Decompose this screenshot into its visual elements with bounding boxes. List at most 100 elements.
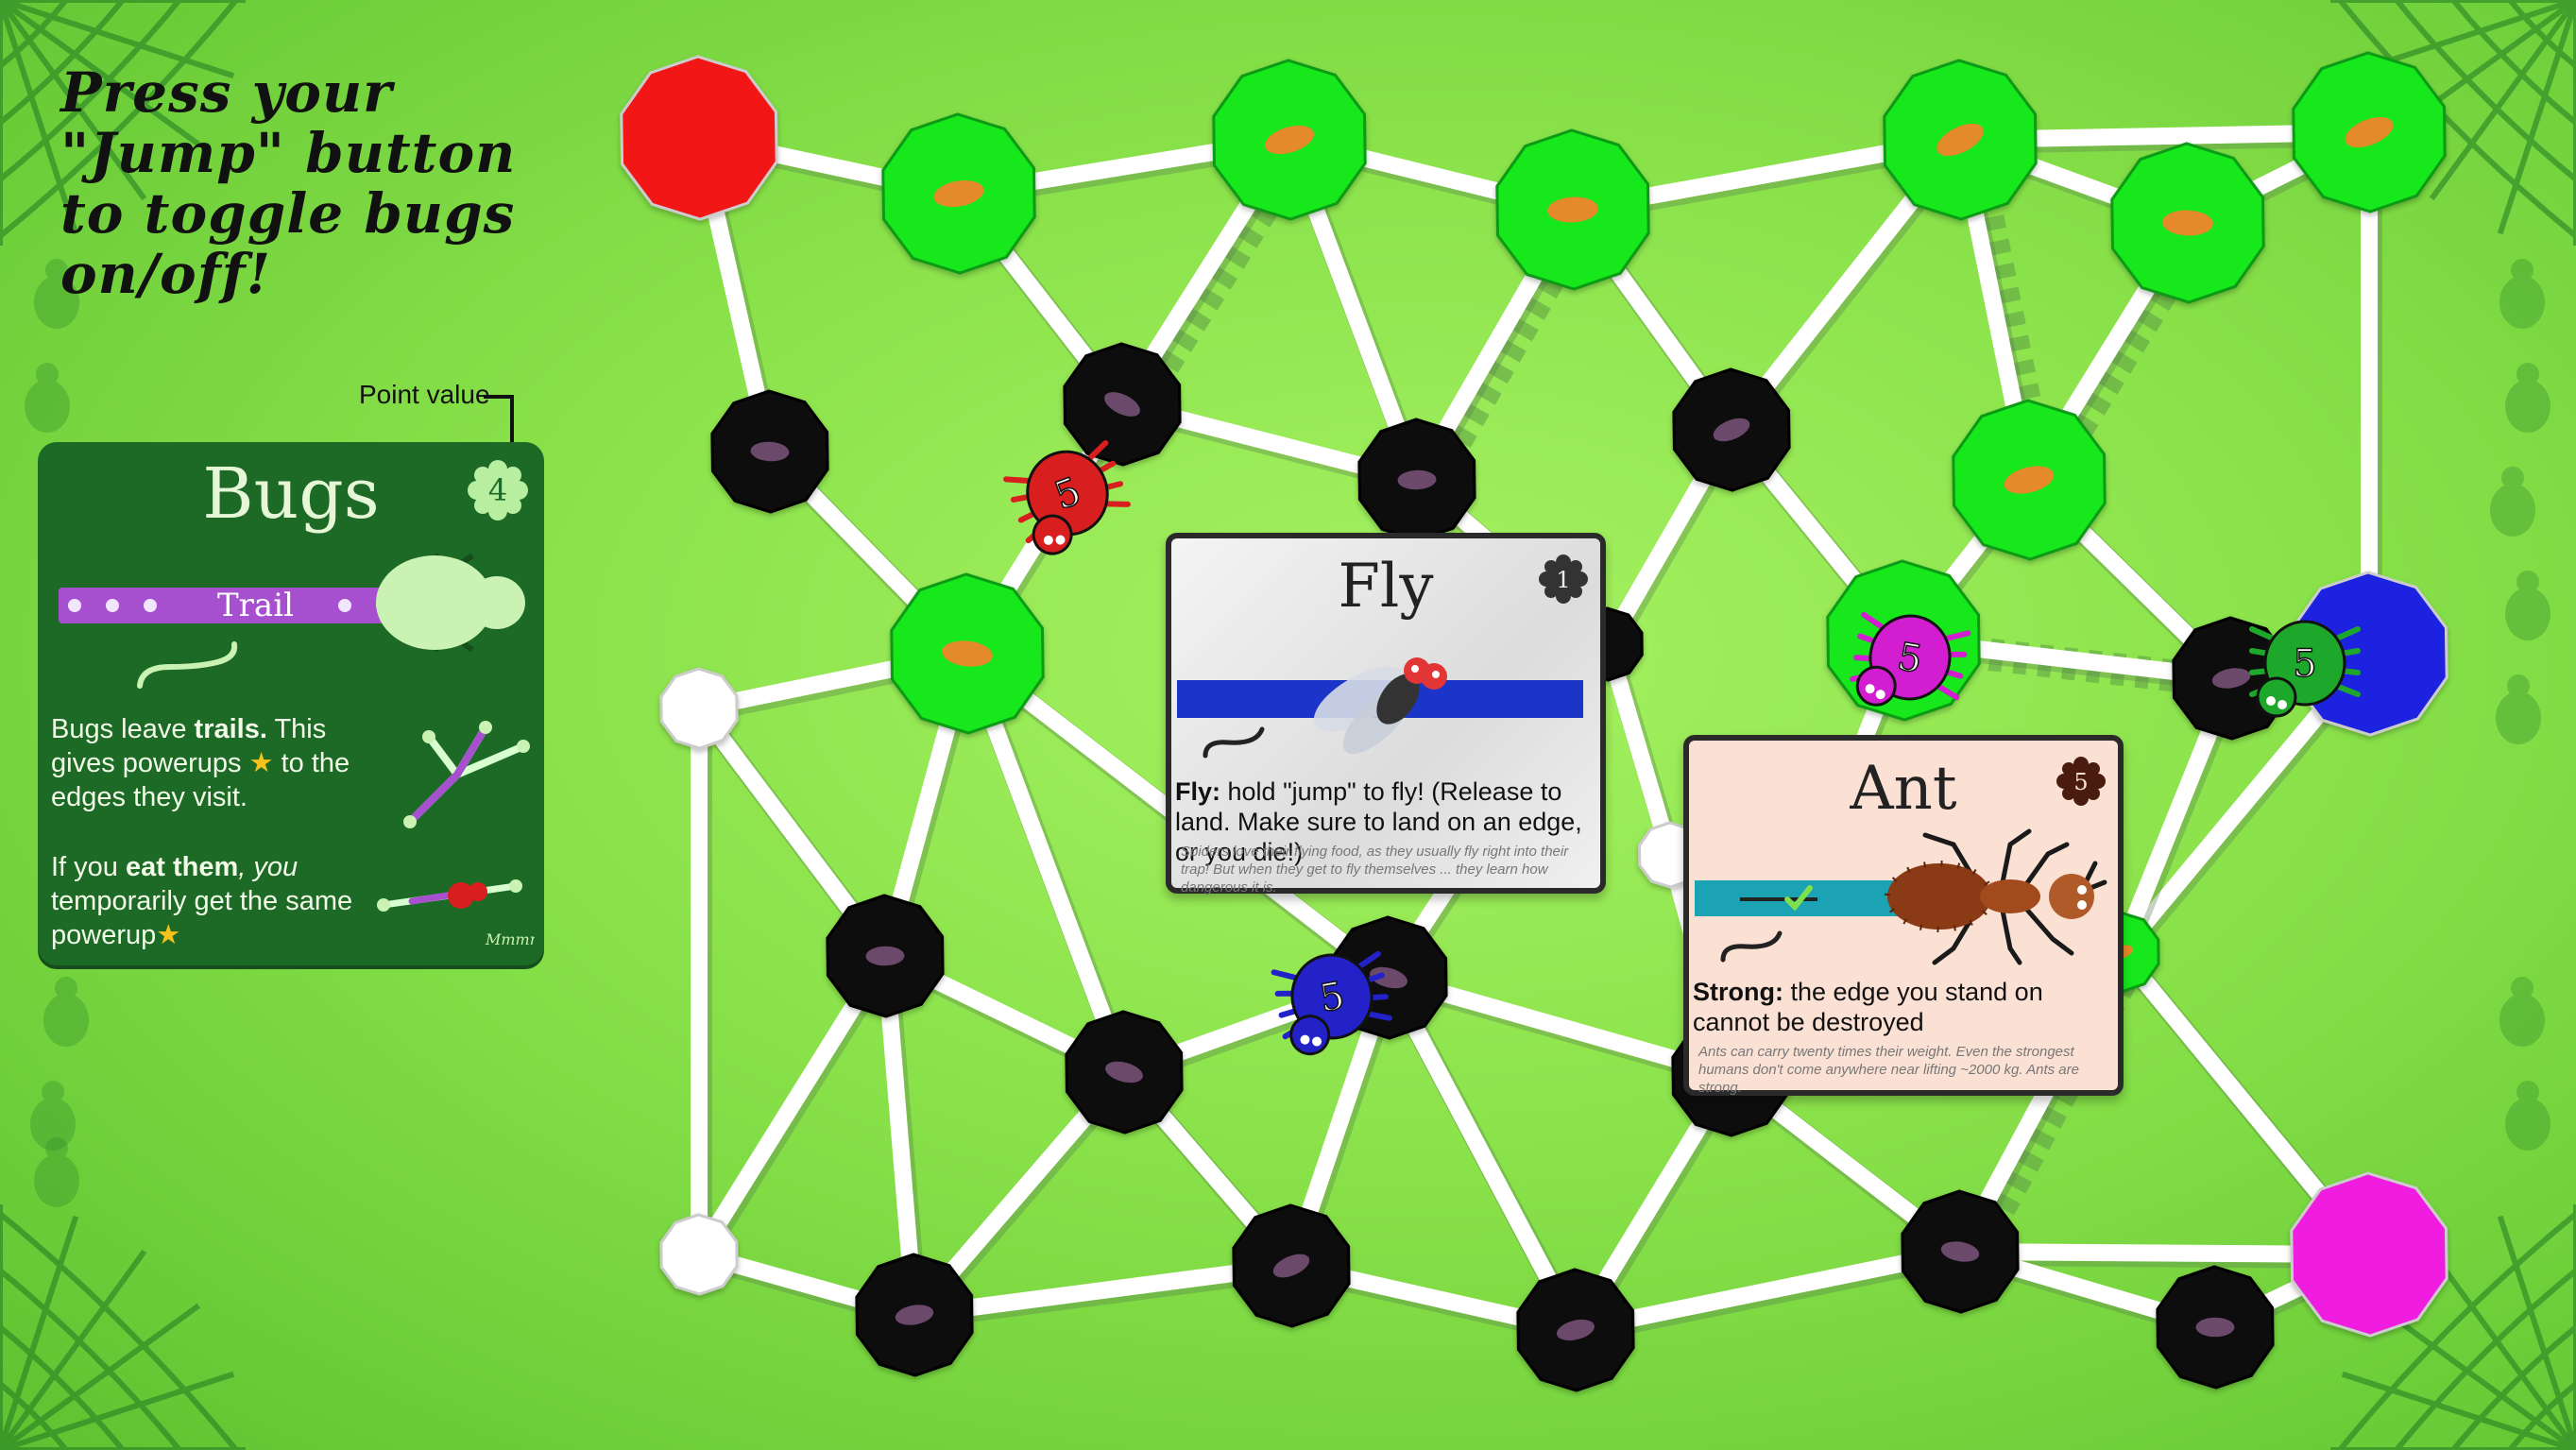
bug-silhouette-body	[2505, 588, 2550, 640]
web-node	[1516, 1268, 1635, 1392]
spider-eye	[1312, 1036, 1322, 1047]
bug-silhouette-icon	[25, 363, 70, 433]
web-ring	[2394, 1268, 2576, 1450]
bug-icon	[1547, 196, 1598, 223]
bug-silhouette-body	[2499, 276, 2545, 329]
web-strand	[2341, 1371, 2576, 1450]
point-value-pointer	[484, 395, 514, 452]
bug-icon	[895, 1305, 934, 1325]
web-node	[1901, 1189, 2020, 1314]
web-strand	[0, 1371, 235, 1450]
trail-dot	[144, 599, 157, 612]
spider-web-decoration	[0, 0, 246, 246]
web-node	[881, 112, 1036, 275]
web-strand	[2375, 1303, 2576, 1450]
spider-eye	[1875, 690, 1885, 700]
bug-icon	[2195, 1317, 2235, 1338]
web-strand	[2429, 0, 2576, 201]
fly-card-title: Fly	[1338, 552, 1434, 622]
bug-silhouette-head	[36, 363, 59, 385]
jump-instructions: Press your "Jump" button to toggle bugs …	[60, 60, 517, 306]
bug-icon	[1105, 1061, 1143, 1083]
trail-squiggle-icon	[137, 641, 238, 689]
spider-eye	[1300, 1034, 1310, 1045]
bug-silhouette-icon	[30, 1081, 76, 1151]
fly-points-badge: 1	[1539, 554, 1588, 604]
web-strand	[0, 1215, 79, 1450]
trail-bar: Trail	[59, 588, 427, 623]
web-node	[659, 1213, 739, 1296]
bug-silhouette-head	[2507, 674, 2530, 697]
sound-effect-text: Mmmm	[485, 930, 535, 948]
bug-silhouette-body	[30, 1098, 76, 1151]
bug-icon	[933, 179, 984, 208]
bug-icon	[750, 441, 790, 462]
web-node	[890, 572, 1045, 735]
web-ring	[2337, 0, 2576, 239]
bug-silhouette-icon	[376, 553, 525, 653]
bug-silhouette-head	[2511, 977, 2533, 999]
bug-icon	[1370, 966, 1407, 989]
web-node	[710, 389, 829, 514]
web-node	[826, 894, 945, 1018]
eat-bug-icon: Mmmm	[377, 879, 535, 948]
web-node	[2156, 1265, 2275, 1390]
web-ring	[2394, 0, 2576, 182]
bug-silhouette-body	[2505, 380, 2550, 433]
bug-icon	[1940, 1241, 1980, 1262]
background-bug-silhouettes	[25, 259, 2550, 1207]
web-strand	[0, 0, 79, 235]
web-node	[1883, 59, 2038, 221]
spider-eye	[1055, 535, 1066, 545]
bug-silhouette-icon	[2499, 259, 2545, 329]
trail-description: Bugs leave trails. This gives powerups ★…	[51, 714, 350, 812]
ant-flavor-text: Ants can carry twenty times their weight…	[1698, 1044, 2079, 1096]
bug-silhouette-body	[34, 276, 79, 329]
web-node	[659, 667, 739, 750]
fly-card: Fly 1 Fly: hold "jump" to fly! (Release …	[1166, 533, 1606, 896]
bug-icon	[1104, 392, 1140, 417]
spider-eye	[1043, 535, 1053, 545]
bug-icon	[2162, 210, 2213, 236]
bug-icon	[2345, 116, 2394, 148]
node-shape	[2290, 1171, 2448, 1338]
bug-silhouette-head	[55, 977, 77, 999]
trail-label: Trail	[217, 587, 294, 624]
web-strand	[0, 0, 235, 79]
bug-silhouette-icon	[2496, 674, 2541, 744]
spider-score: 5	[2293, 642, 2316, 686]
trail-dot	[338, 599, 351, 612]
bug-silhouette-body	[25, 380, 70, 433]
web-ring	[0, 1211, 239, 1450]
web-strand	[0, 1249, 147, 1450]
bug-silhouette-icon	[34, 259, 79, 329]
bug-silhouette-head	[42, 1081, 64, 1103]
web-edge	[1599, 636, 1679, 863]
fly-flavor-text: Spiders love their flying food, as they …	[1181, 844, 1569, 896]
trail-dot	[68, 599, 81, 612]
spider-body	[1026, 450, 1109, 537]
bug-icon	[1397, 469, 1437, 490]
fly-illustration	[1313, 657, 1447, 755]
bug-silhouette-icon	[2505, 1081, 2550, 1151]
powerup-edges-icon	[403, 721, 530, 828]
node-shape	[620, 55, 778, 221]
web-edge	[1567, 1243, 1969, 1339]
web-ring	[0, 1381, 69, 1450]
web-node	[1357, 418, 1476, 542]
bug-silhouette-head	[45, 259, 68, 281]
web-ring	[0, 1324, 126, 1450]
bug-icon	[1264, 125, 1315, 155]
web-edge	[906, 1257, 1300, 1323]
web-strand	[2497, 1215, 2576, 1450]
web-node	[620, 55, 778, 221]
web-ring	[2450, 1324, 2576, 1450]
spider-magenta: 5	[1850, 611, 1971, 707]
web-ring	[0, 1268, 182, 1450]
web-node	[1212, 59, 1367, 221]
web-node	[2290, 1171, 2448, 1338]
point-value-number: 4	[488, 472, 507, 508]
bug-silhouette-icon	[43, 977, 89, 1047]
web-ring	[0, 0, 182, 182]
